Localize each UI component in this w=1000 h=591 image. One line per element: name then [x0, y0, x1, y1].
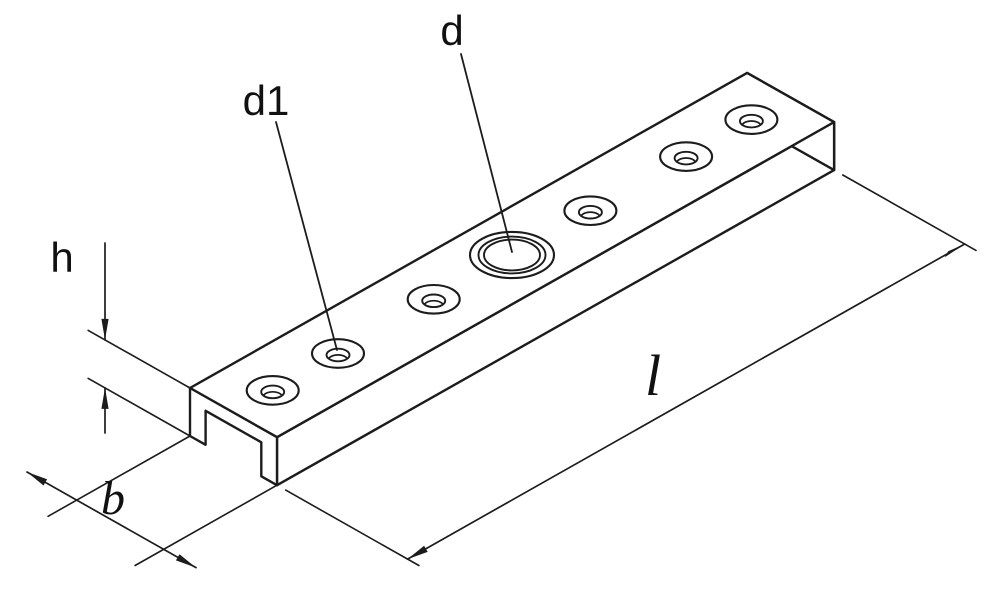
hole-bottom-arc	[328, 354, 348, 359]
countersunk-hole	[310, 338, 366, 369]
dimension-b: b	[26, 435, 278, 569]
arrowhead-l-left	[407, 545, 428, 560]
hole-bottom-arc	[423, 299, 444, 305]
hole-bottom-arc	[676, 157, 696, 162]
leader-line-d	[460, 53, 513, 253]
label-b: b	[101, 472, 125, 525]
arrowhead-h-up	[101, 387, 109, 409]
large-hole-counterbore-inner	[483, 238, 541, 272]
label-h: h	[50, 234, 73, 281]
arrowhead-b-left	[27, 472, 48, 486]
countersunk-hole	[245, 375, 300, 406]
arrowhead-b-right	[175, 554, 196, 568]
countersunk-hole	[406, 283, 461, 315]
dimension-d: d	[440, 7, 513, 253]
hole-bottom-arc	[741, 120, 762, 125]
label-l: l	[645, 343, 661, 408]
dimension-l: l	[284, 174, 977, 567]
large-hole	[468, 230, 556, 280]
hole-bottom-arc	[262, 390, 283, 396]
extension-line-b-left	[47, 435, 191, 518]
arrowhead-l-right	[944, 244, 965, 258]
extension-line-l-left	[284, 489, 420, 567]
extension-line-h-top	[87, 329, 191, 389]
dimension-line-l	[406, 243, 966, 560]
dimension-line-b	[26, 471, 197, 569]
countersunk-hole	[659, 141, 714, 172]
label-d: d	[440, 7, 463, 54]
leader-line-d1	[275, 121, 338, 351]
countersunk-hole	[563, 195, 618, 227]
label-d1: d1	[243, 77, 290, 124]
extension-line-b-right	[134, 484, 278, 567]
left-end-face	[188, 386, 279, 487]
arrowhead-h-down	[101, 318, 109, 340]
dimension-d1: d1	[243, 77, 338, 351]
hole-bottom-arc	[580, 211, 601, 217]
hole-row	[245, 104, 779, 406]
countersunk-hole	[724, 104, 779, 135]
extension-line-l-right	[842, 174, 977, 252]
dimension-h: h	[50, 234, 191, 437]
